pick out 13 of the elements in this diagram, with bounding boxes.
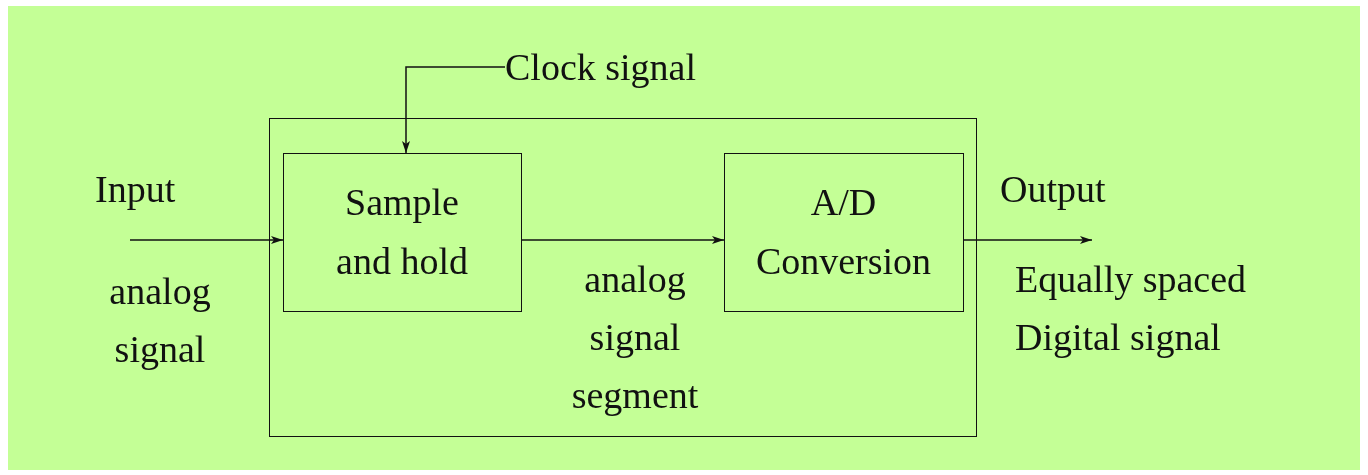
signal-label: Output xyxy=(1000,167,1107,212)
arrow xyxy=(963,236,1093,244)
arrow xyxy=(521,236,725,244)
signal-label: Clock signal xyxy=(505,40,770,94)
signal-label: Equally spaced Digital signal xyxy=(1015,257,1248,360)
system-box xyxy=(269,118,977,437)
process-box: Sample and hold xyxy=(282,152,522,312)
signal-label: analog signal segment xyxy=(570,257,700,418)
process-box: A/D Conversion xyxy=(723,152,964,312)
signal-label: Input xyxy=(95,167,177,212)
arrow xyxy=(129,236,284,244)
signal-label: analog signal xyxy=(108,269,212,372)
arrow xyxy=(402,66,506,154)
